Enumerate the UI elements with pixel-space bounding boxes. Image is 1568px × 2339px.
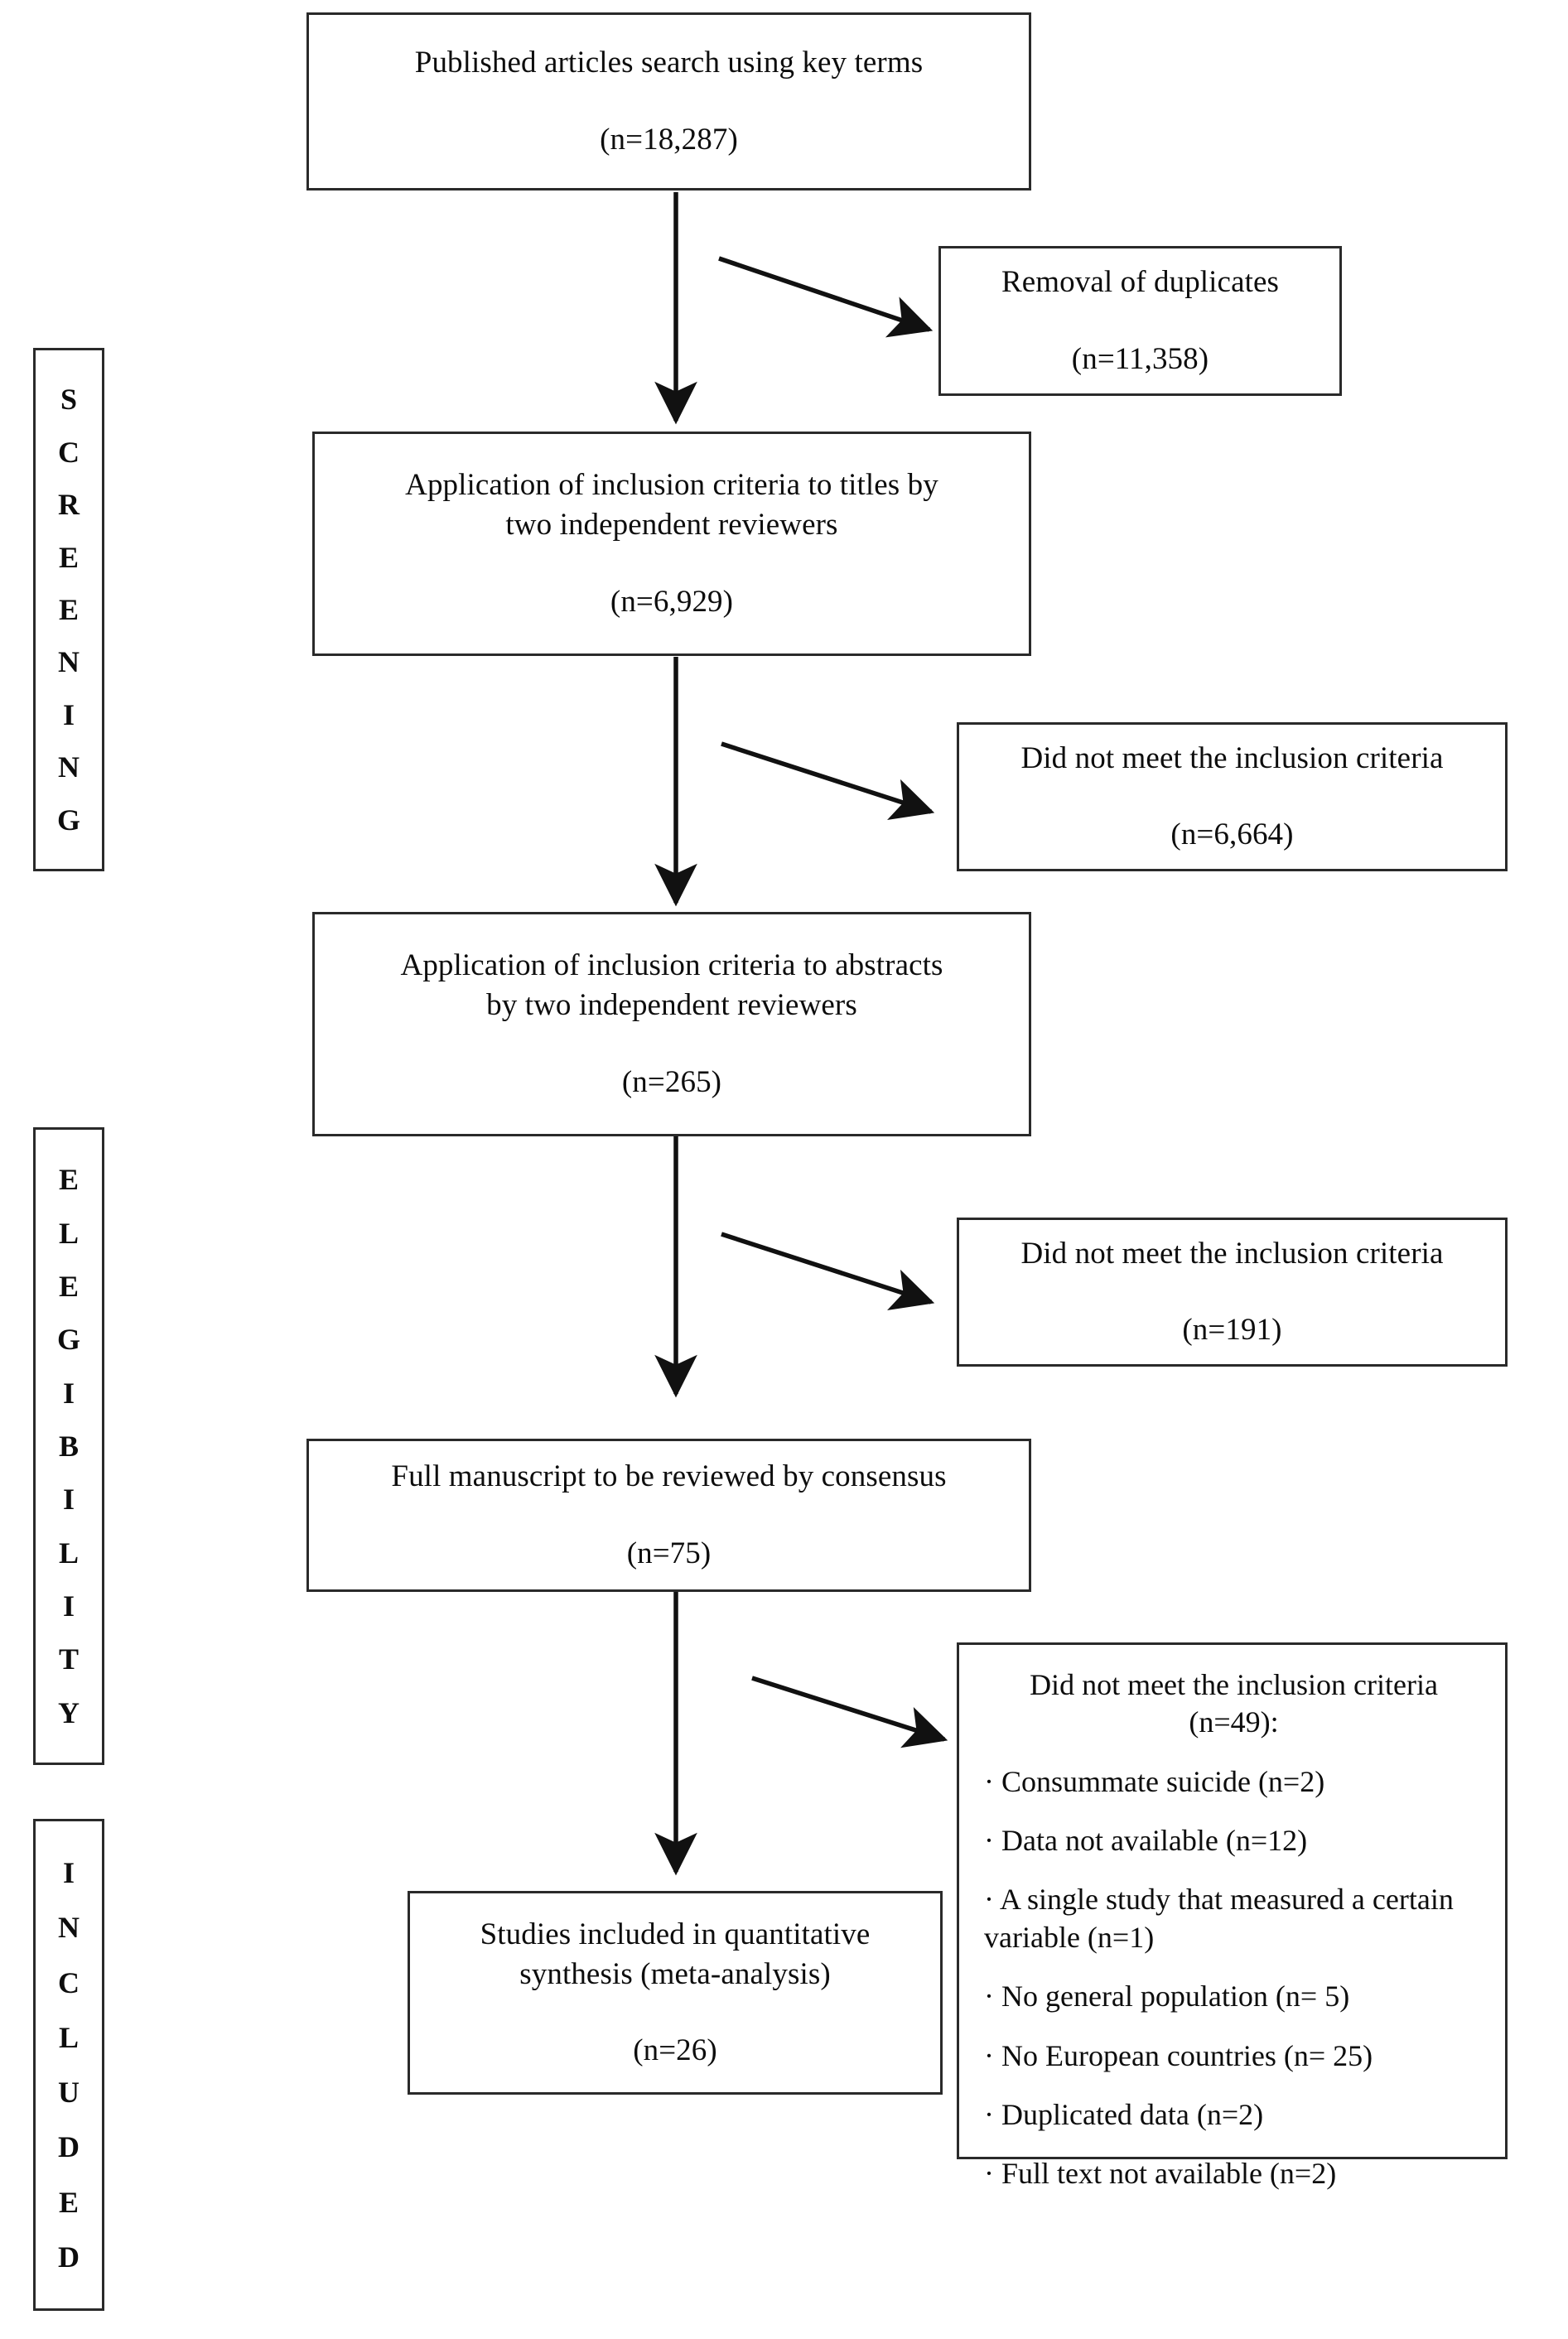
stage-letter: D (58, 2130, 80, 2164)
box-text-line: Application of inclusion criteria to tit… (405, 468, 938, 503)
stage-letter: N (58, 645, 80, 679)
box-text-line: two independent reviewers (505, 508, 838, 543)
box-count: (n=75) (626, 1536, 712, 1570)
box-count: (n=18,287) (600, 122, 738, 157)
box-removal-of-duplicates: Removal of duplicates (n=11,358) (938, 246, 1342, 396)
arrow-titles-to-excluded (721, 741, 935, 821)
box-text-line: Did not meet the inclusion criteria (1020, 1236, 1444, 1271)
list-item: · Duplicated data (n=2) (984, 2097, 1264, 2131)
stage-letter: N (58, 1911, 80, 1945)
stage-letter: B (58, 1429, 79, 1463)
box-excluded-titles: Did not meet the inclusion criteria (n=6… (957, 722, 1508, 871)
box-text-line: Did not meet the inclusion criteria (1030, 1668, 1438, 1701)
stage-letter: I (62, 1589, 75, 1623)
stage-letter: E (58, 592, 79, 626)
stage-letter: E (58, 1163, 79, 1197)
stage-label-included: I N C L U D E D (33, 1819, 104, 2311)
arrow-abstracts-to-excluded (721, 1232, 935, 1311)
box-full-manuscript-consensus: Full manuscript to be reviewed by consen… (306, 1439, 1031, 1592)
box-text-line: Published articles search using key term… (414, 46, 924, 80)
stage-letter: L (58, 1216, 79, 1250)
stage-letter: N (58, 750, 80, 784)
stage-letter: G (56, 1323, 80, 1357)
stage-label-elegibility: E L E G I B I L I T Y (33, 1127, 104, 1765)
stage-letter: L (58, 2020, 79, 2054)
stage-letter: S (60, 383, 78, 417)
stage-letter: G (56, 803, 80, 837)
box-excluded-fulltext: Did not meet the inclusion criteria (n=4… (957, 1642, 1508, 2190)
list-item: · Consummate suicide (n=2) (984, 1764, 1325, 1798)
box-text-line: Removal of duplicates (1001, 265, 1279, 300)
box-count: (n=191) (1182, 1313, 1282, 1347)
box-text-line: Full manuscript to be reviewed by consen… (391, 1459, 947, 1494)
box-excluded-abstracts: Did not meet the inclusion criteria (n=1… (957, 1218, 1508, 1367)
box-text-line: synthesis (meta-analysis) (519, 1956, 831, 1991)
list-item: · Full text not available (n=2) (984, 2157, 1337, 2191)
box-studies-included: Studies included in quantitative synthes… (408, 1891, 943, 2095)
stage-letter: T (58, 1642, 79, 1676)
stage-letter: E (58, 1269, 79, 1303)
stage-letter: E (58, 2185, 79, 2219)
box-inclusion-criteria-titles: Application of inclusion criteria to tit… (312, 432, 1031, 656)
list-item: · Data not available (n=12) (984, 1824, 1308, 1858)
box-count: (n=49): (1189, 1705, 1279, 1739)
box-published-articles-search: Published articles search using key term… (306, 12, 1031, 190)
stage-letter: I (62, 697, 75, 731)
stage-letter: E (58, 540, 79, 574)
stage-label-screening: S C R E E N I N G (33, 348, 104, 871)
box-text-line: Studies included in quantitative (480, 1917, 871, 1951)
arrow-fulltext-to-excluded (751, 1676, 948, 1748)
stage-letter: I (62, 1483, 75, 1517)
stage-letter: L (58, 1536, 79, 1570)
exclusion-reason-list: · Consummate suicide (n=2) · Data not av… (984, 1763, 1484, 2193)
stage-letter: I (62, 1376, 75, 1410)
box-count: (n=6,664) (1170, 817, 1294, 851)
box-count: (n=265) (621, 1064, 722, 1099)
box-count: (n=11,358) (1071, 341, 1209, 376)
stage-letter: D (58, 2240, 80, 2274)
box-text-line: by two independent reviewers (486, 988, 857, 1023)
box-text-line: Did not meet the inclusion criteria (1020, 740, 1444, 775)
box-inclusion-criteria-abstracts: Application of inclusion criteria to abs… (312, 912, 1031, 1136)
list-item: · A single study that measured a certain… (984, 1883, 1454, 1954)
stage-letter: I (62, 1856, 75, 1890)
stage-letter: U (58, 2076, 80, 2110)
stage-letter: Y (58, 1695, 80, 1729)
stage-letter: R (58, 488, 80, 522)
list-item: · No general population (n= 5) (984, 1980, 1350, 2013)
arrow-search-to-duplicates (718, 256, 934, 338)
box-count: (n=6,929) (610, 584, 734, 619)
box-text-line: Application of inclusion criteria to abs… (400, 948, 943, 983)
stage-letter: C (58, 435, 80, 469)
box-count: (n=26) (633, 2033, 717, 2068)
stage-letter: C (58, 1965, 80, 1999)
list-item: · No European countries (n= 25) (984, 2038, 1373, 2072)
